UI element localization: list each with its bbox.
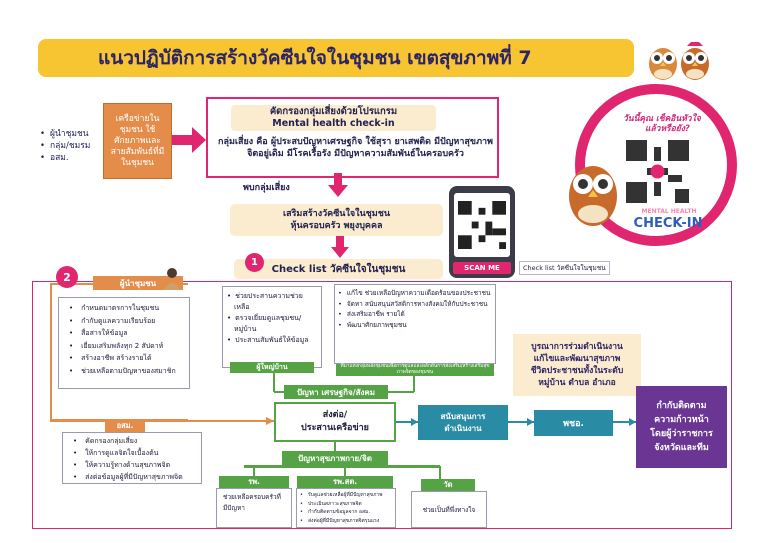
list-item: ประสานสัมพันธ์ให้ข้อมูล — [227, 335, 317, 346]
osm-tag: อสม. — [105, 419, 145, 432]
list-item: ประเมินสภาวะสุขภาพจิต — [300, 500, 392, 509]
integration-line2: แก้ไขและพัฒนาสุขภาพ — [533, 354, 621, 364]
arrow-down-icon — [328, 173, 348, 197]
community-group-tag: ที่มาแห่งกลุ่มพลังชุมชนเพื่อการดูแลและผล… — [336, 364, 494, 376]
osm-duties-box: คัดกรองกลุ่มเสี่ยง ให้การดูแลจิตใจเบื้อง… — [62, 432, 202, 484]
person-icon — [164, 268, 180, 290]
support-line2: ดำเนินงาน — [444, 423, 482, 433]
list-item: กำกับดูแลความเรียบร้อย — [69, 315, 183, 328]
arrow-right-icon — [172, 127, 206, 153]
screening-box: คัดกรองกลุ่มเสี่ยงด้วยโปรแกรม Mental hea… — [206, 97, 499, 178]
step-number-badge: 1 — [245, 253, 264, 272]
economic-problem-tag: ปัญหา เศรษฐกิจ/สังคม — [284, 385, 388, 399]
governor-line3: โดยผู้ว่าราชการ — [650, 429, 713, 439]
screening-heading-line2: Mental health check-in — [272, 118, 395, 129]
owl-mascot-icon — [569, 166, 617, 226]
actor-list: ผู้นำชุมชน กลุ่ม/ชมรม อสม. — [40, 128, 90, 164]
list-item: ส่งต่อผู้ที่มีปัญหาสุขภาพจิตรุนแรง — [300, 517, 392, 526]
checklist-box: Check list วัคซีนใจในชุมชน — [234, 259, 443, 279]
list-item: ให้การดูแลจิตใจเบื้องต้น — [73, 447, 195, 459]
list-item: ช่วยเหลือตามปัญหาของสมาชิก — [69, 365, 183, 378]
governor-line2: ความก้าวหน้า — [654, 415, 709, 425]
leader-duties-box: กำหนดมาตรการในชุมชน กำกับดูแลความเรียบร้… — [58, 297, 190, 389]
temple-tag: วัด — [421, 479, 475, 491]
qr-code-icon — [458, 201, 506, 249]
integration-line1: บูรณาการร่วมดำเนินงาน — [531, 342, 623, 352]
scan-me-label: SCAN ME — [453, 262, 511, 274]
list-item: จัดหา สนับสนุนสวัสดิการทางสังคมให้กับประ… — [338, 299, 492, 310]
support-box: สนับสนุนการ ดำเนินงาน — [418, 405, 508, 440]
district-health-board-box: พชอ. — [534, 410, 613, 436]
page-title: แนวปฏิบัติการสร้างวัคซีนใจในชุมชน เขตสุข… — [38, 39, 634, 77]
community-group-duties-box: แก้ไข ช่วยเหลือปัญหาความเดือดร้อนของประช… — [334, 284, 496, 364]
coordination-line1: ส่งต่อ/ — [322, 410, 348, 420]
list-item: พัฒนาศักยภาพชุมชน — [338, 320, 492, 331]
qr-code-icon — [626, 140, 689, 203]
screening-heading-line1: คัดกรองกลุ่มเสี่ยงด้วยโปรแกรม — [269, 106, 398, 117]
hospital-box: ช่วยเหลือครอบครัวที่มีปัญหา — [216, 488, 292, 528]
promo-tagline-line1: วันนี้คุณ เช็คอินหัวใจ — [623, 114, 701, 124]
list-item: กำกับติดตามข้อมูลจาก อสม. — [300, 508, 392, 517]
list-item: แก้ไข ช่วยเหลือปัญหาความเดือดร้อนของประช… — [338, 288, 492, 299]
list-item: สื่อสารให้ข้อมูล — [69, 327, 183, 340]
list-item: คัดกรองกลุ่มเสี่ยง — [73, 435, 195, 447]
actor-item: อสม. — [40, 152, 90, 164]
network-box: เครือข่ายในชุมชน ใช้ศักยภาพและสายสัมพันธ… — [103, 103, 172, 179]
phone-qr: SCAN ME — [449, 186, 515, 278]
coordination-line2: ประสานเครือข่าย — [301, 423, 369, 433]
strengthen-line2: หุ้นครอบครัว พยุงบุคคล — [290, 221, 383, 231]
list-item: สร้างอาชีพ สร้างรายได้ — [69, 352, 183, 365]
screening-heading: คัดกรองกลุ่มเสี่ยงด้วยโปรแกรม Mental hea… — [231, 105, 436, 131]
governor-line1: กำกับติดตาม — [656, 401, 707, 411]
list-item: ตรวจเยี่ยมดูแลชุมชน/หมู่บ้าน — [227, 313, 317, 335]
governor-box: กำกับติดตาม ความก้าวหน้า โดยผู้ว่าราชการ… — [636, 386, 727, 468]
coordination-box: ส่งต่อ/ ประสานเครือข่าย — [274, 402, 396, 442]
support-line1: สนับสนุนการ — [440, 411, 486, 421]
health-problem-tag: ปัญหาสุขภาพกาย/จิต — [282, 451, 388, 465]
temple-box: ช่วยเป็นที่พึ่งทางใจ — [411, 491, 487, 528]
actor-item: กลุ่ม/ชมรม — [40, 140, 90, 152]
village-head-tag: ผู้ใหญ่บ้าน — [230, 362, 314, 373]
list-item: รับดูแลช่วยเหลือผู้ที่มีปัญหาสุขภาพ — [300, 491, 392, 500]
strengthen-box: เสริมสร้างวัคซีนใจในชุมชน หุ้นครอบครัว พ… — [230, 204, 443, 236]
promo-mental-health: MENTAL HEALTH — [641, 208, 697, 215]
list-item: ให้ความรู้ทางด้านสุขภาพจิต — [73, 459, 195, 471]
list-item: ส่งต่อข้อมูลผู้ที่มีปัญหาสุขภาพจิต — [73, 471, 195, 483]
promo-tagline: วันนี้คุณ เช็คอินหัวใจ แล้วหรือยัง? — [623, 114, 701, 134]
checklist-caption: Check list วัคซีนใจในชุมชน — [519, 261, 610, 275]
governor-line4: จังหวัดและทีม — [654, 443, 709, 453]
strengthen-line1: เสริมสร้างวัคซีนใจในชุมชน — [283, 209, 390, 219]
integration-line4: หมู่บ้าน ตำบล อำเภอ — [538, 378, 616, 388]
list-item: กำหนดมาตรการในชุมชน — [69, 302, 183, 315]
health-promoting-hospital-box: รับดูแลช่วยเหลือผู้ที่มีปัญหาสุขภาพ ประเ… — [296, 488, 396, 528]
health-promoting-hospital-tag: รพ.สต. — [297, 476, 393, 488]
promo-tagline-line2: แล้วหรือยัง? — [645, 124, 690, 134]
actor-item: ผู้นำชุมชน — [40, 128, 90, 140]
village-head-duties-box: ช่วยประสานความช่วยเหลือ ตรวจเยี่ยมดูแลชุ… — [222, 286, 322, 368]
leader-tag: ผู้นำชุมชน — [93, 276, 183, 290]
owl-mascots-icon — [649, 42, 709, 80]
promo-check-in: CHECK-IN — [633, 216, 703, 231]
hospital-tag: รพ. — [219, 476, 289, 488]
step-number-badge: 2 — [56, 266, 78, 288]
screening-body: กลุ่มเสี่ยง คือ ผู้ประสบปัญหาเศรษฐกิจ ใช… — [218, 137, 493, 159]
list-item: ส่งเสริมอาชีพ รายได้ — [338, 309, 492, 320]
integration-box: บูรณาการร่วมดำเนินงาน แก้ไขและพัฒนาสุขภา… — [513, 334, 641, 396]
integration-line3: ชีวิตประชาชนทั้งในระดับ — [530, 366, 624, 376]
phone-screen — [454, 193, 510, 257]
network-frame — [32, 281, 732, 529]
green-branch-line — [244, 465, 440, 468]
arrow-down-icon — [331, 236, 349, 258]
list-item: เยี่ยมเสริมพลังทุก 2 สัปดาห์ — [69, 340, 183, 353]
list-item: ช่วยประสานความช่วยเหลือ — [227, 291, 317, 313]
found-risk-label: พบกลุ่มเสี่ยง — [243, 183, 290, 193]
